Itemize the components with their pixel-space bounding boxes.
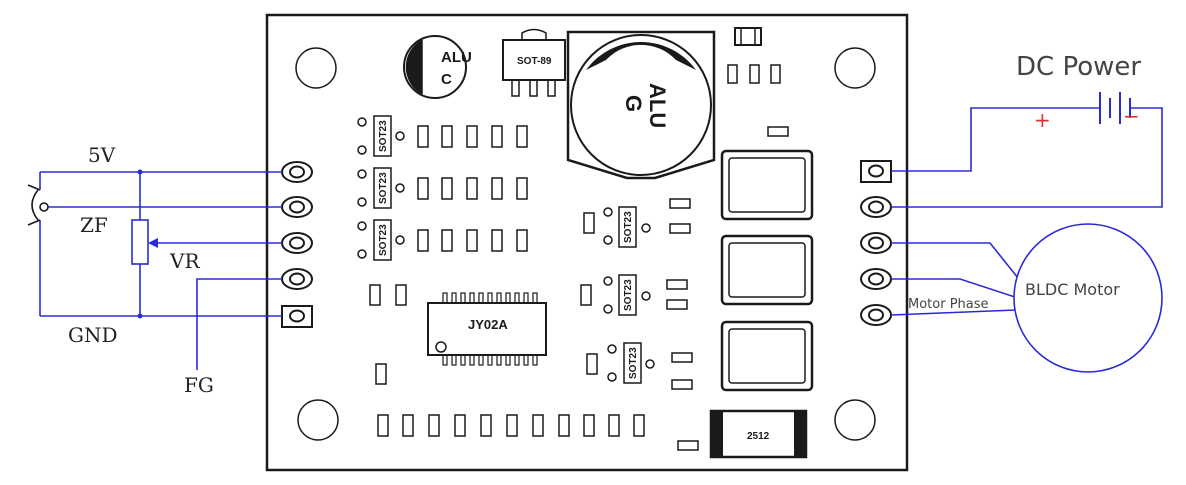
- smd-resistor: [770, 64, 781, 84]
- sot23-label: SOT23: [623, 211, 634, 243]
- mounting-hole: [834, 47, 876, 89]
- label-motor-phase: Motor Phase: [908, 297, 989, 312]
- resistor-row-bottom: [377, 414, 699, 451]
- label-bldc-motor: BLDC Motor: [1025, 280, 1120, 299]
- label-5v: 5V: [88, 143, 116, 167]
- potentiometer: [131, 219, 158, 265]
- sot23-label: SOT23: [378, 120, 389, 152]
- sot23-label: SOT23: [623, 279, 634, 311]
- sot23-label: SOT23: [378, 224, 389, 256]
- wire-phase-a: [891, 242, 1023, 284]
- cap-small-label-1: ALU: [441, 49, 472, 66]
- sot23-label: SOT23: [378, 172, 389, 204]
- power-mosfets: [720, 149, 814, 392]
- wire-phase-b: [891, 278, 1019, 299]
- right-connector: [860, 160, 892, 326]
- wire-fg: [196, 278, 282, 370]
- label-vr: VR: [169, 249, 200, 273]
- label-zf: ZF: [80, 213, 108, 237]
- wire-power-negative: [891, 107, 1163, 208]
- smd-resistor: [767, 126, 789, 137]
- wire-phase-c: [890, 309, 1017, 316]
- regulator-label: SOT-89: [517, 56, 552, 67]
- label-fg: FG: [184, 373, 214, 397]
- board-text: ALU C SOT-89 ALU G SOT23 SOT23 SOT23 SOT…: [378, 49, 770, 442]
- mounting-hole: [295, 47, 337, 89]
- sot23-label: SOT23: [628, 347, 639, 379]
- bldc-motor: [1013, 223, 1163, 373]
- smd-resistor: [727, 64, 738, 84]
- sot23-group-left: [357, 115, 405, 261]
- smd-resistor: [749, 64, 760, 84]
- battery-symbol: [1099, 92, 1131, 124]
- wiring: [39, 107, 1163, 370]
- shunt-resistor-2512: [709, 409, 808, 459]
- label-plus: +: [1034, 108, 1051, 132]
- mounting-hole: [297, 399, 339, 441]
- chip-label: JY02A: [468, 317, 508, 332]
- smd-chip: [734, 27, 762, 46]
- label-minus: −: [1123, 104, 1140, 128]
- cap-big-label-2: G: [621, 95, 646, 112]
- chip-jy02a: [427, 292, 547, 366]
- sot23-group-center: [580, 198, 693, 390]
- zf-switch: [27, 184, 49, 226]
- cap-small-label-2: C: [441, 71, 452, 88]
- left-connector: [281, 161, 313, 328]
- shunt-label: 2512: [747, 431, 770, 442]
- labels: 5V ZF VR GND FG DC Power + − BLDC Motor …: [68, 52, 1141, 397]
- capacitor-big: [566, 30, 716, 180]
- resistor-array: [369, 125, 528, 385]
- label-gnd: GND: [68, 323, 118, 347]
- wire-junctions: [137, 169, 143, 319]
- pcb-board: [265, 13, 909, 472]
- mounting-hole: [834, 399, 876, 441]
- label-dc-power: DC Power: [1016, 52, 1141, 82]
- regulator-sot89: [502, 28, 566, 97]
- capacitor-small: [403, 35, 467, 99]
- cap-big-label-1: ALU: [645, 83, 670, 128]
- wire-power-positive: [891, 107, 1100, 172]
